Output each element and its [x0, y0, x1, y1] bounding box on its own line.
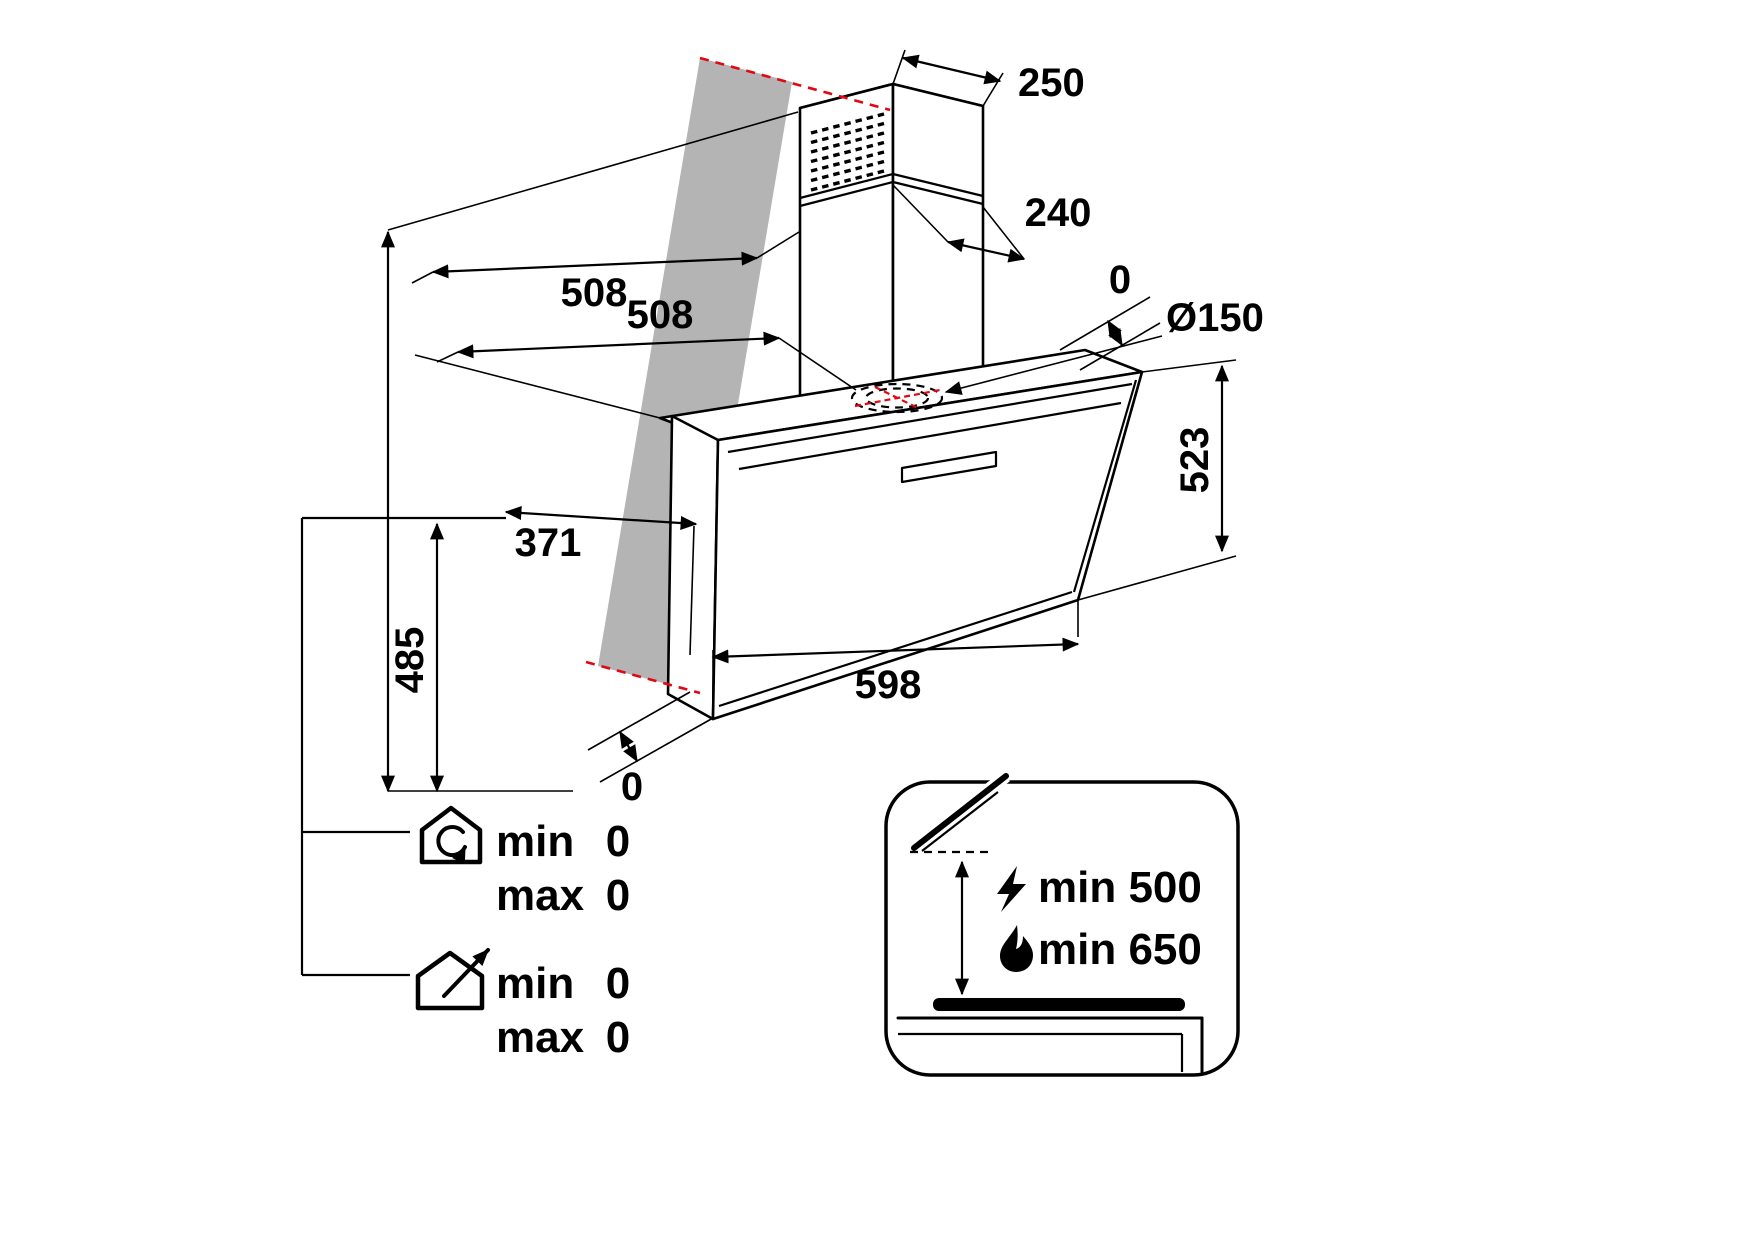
- recirculation-max-value: 0: [606, 871, 630, 920]
- duct-axis-red-line-2: [874, 386, 921, 410]
- recirculation-max-label: max: [496, 871, 585, 920]
- wall-shadow-strip: [598, 58, 792, 690]
- glass-edge-line-right: [1072, 379, 1138, 593]
- duct-outlet: [850, 382, 944, 414]
- ducting-max-label: max: [496, 1013, 585, 1062]
- dim-508-lower-label: 508: [627, 293, 694, 337]
- hob-bar: [933, 998, 1185, 1011]
- mode-recirculation: min 0 max 0: [419, 805, 630, 920]
- wall-reference-line: [414, 354, 661, 419]
- chimney-flange: [799, 172, 984, 208]
- clearance-gas-label: min 650: [1038, 925, 1202, 974]
- chimney-side-face: [891, 82, 985, 402]
- recirculation-min-value: 0: [606, 817, 630, 866]
- electric-bolt-icon: [997, 866, 1026, 912]
- dim-508-lower: 508: [436, 293, 857, 391]
- glass-frame-line-1: [727, 382, 1133, 454]
- vent-louvers-icon: [810, 112, 885, 192]
- dim-0-bottom: 0: [587, 691, 714, 809]
- dim-0-bottom-label: 0: [621, 765, 643, 809]
- control-handle: [900, 450, 998, 484]
- ducting-max-value: 0: [606, 1013, 630, 1062]
- ducting-icon: [415, 948, 490, 1011]
- dim-250: 250: [892, 49, 1085, 107]
- wall-shadow: [598, 58, 792, 690]
- duct-pipe-circle: [864, 387, 930, 409]
- chimney: [798, 82, 985, 412]
- wall-bottom-edge-red-dashed: [585, 660, 701, 695]
- dim-250-label: 250: [1018, 61, 1085, 105]
- dim-508-upper: 508: [411, 231, 800, 315]
- dim-598-label: 598: [855, 663, 922, 707]
- dim-240: 240: [892, 184, 1092, 263]
- dim-240-label: 240: [1025, 191, 1092, 235]
- inset-hood-corner: [909, 770, 1011, 854]
- dim-598: 598: [711, 600, 1080, 717]
- clearance-inset: min 500 min 650: [884, 770, 1240, 1077]
- dim-523: 523: [1077, 359, 1237, 601]
- dim-523-label: 523: [1173, 427, 1217, 494]
- wall-edges: [585, 56, 891, 695]
- dim-371: 371: [504, 505, 698, 656]
- dim-371-label: 371: [515, 521, 582, 565]
- ducting-min-value: 0: [606, 959, 630, 1008]
- recirculation-icon: [419, 805, 483, 865]
- clearance-electric-label: min 500: [1038, 863, 1202, 912]
- inset-cooktop: [896, 998, 1204, 1074]
- dim-0-top-label: 0: [1109, 258, 1131, 302]
- recirculation-min-label: min: [496, 817, 574, 866]
- wall-top-edge-red-dashed: [699, 56, 891, 112]
- ceiling-reference-line: [387, 111, 799, 231]
- mode-ducting: min 0 max 0: [415, 948, 630, 1062]
- reference-lines: [387, 111, 799, 792]
- dim-duct-diameter: Ø150: [944, 296, 1264, 395]
- gas-flame-icon: [1000, 925, 1033, 972]
- dim-duct-label: Ø150: [1166, 296, 1264, 340]
- duct-flange-circle: [850, 382, 944, 414]
- dim-height-group: 485: [300, 230, 506, 977]
- dim-508-upper-label: 508: [561, 271, 628, 315]
- glass-frame-line-2: [738, 401, 1122, 471]
- ducting-min-label: min: [496, 959, 574, 1008]
- dim-485-label: 485: [388, 627, 432, 694]
